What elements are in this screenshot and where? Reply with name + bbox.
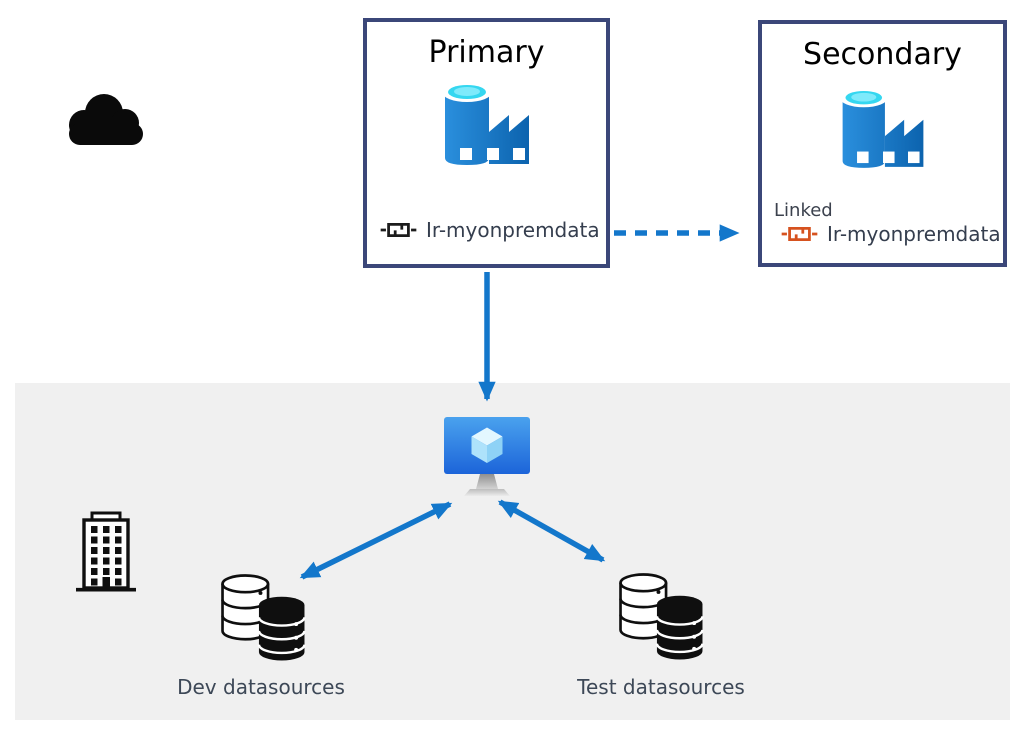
primary-factory-box: Primary Ir-myonpremdata <box>363 18 610 268</box>
dev-datasources-label: Dev datasources <box>177 675 345 699</box>
data-factory-icon <box>435 78 539 168</box>
building-icon <box>76 511 136 592</box>
primary-ir-label: Ir-myonpremdata <box>426 218 600 242</box>
primary-ir-row: Ir-myonpremdata <box>380 218 600 242</box>
linked-integration-runtime-icon <box>781 222 818 246</box>
integration-runtime-icon <box>380 218 417 242</box>
secondary-ir-row: Ir-myonpremdata <box>781 222 1001 246</box>
data-factory-icon <box>833 84 933 171</box>
dev-database-stack-icon <box>221 573 306 663</box>
secondary-ir-label: Ir-myonpremdata <box>827 222 1001 246</box>
self-hosted-ir-machine-icon <box>444 417 530 496</box>
test-datasources-label: Test datasources <box>577 675 745 699</box>
test-database-stack-icon <box>619 572 704 662</box>
primary-title: Primary <box>428 35 545 70</box>
secondary-factory-box: Secondary Linked Ir-myonpremdata <box>758 20 1007 267</box>
linked-label: Linked <box>774 200 833 221</box>
cloud-icon <box>69 94 143 145</box>
secondary-title: Secondary <box>803 37 962 72</box>
